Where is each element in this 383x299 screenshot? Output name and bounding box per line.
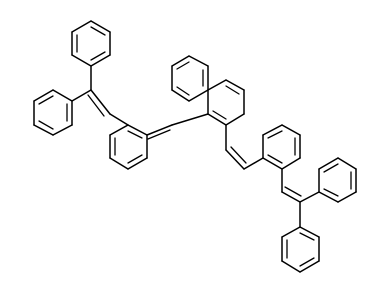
right-vinylene-linker [225,124,264,170]
left-vinylene-linker [146,113,209,140]
top-diphenylvinyl-group [71,65,129,126]
top-phenyl-ring-b [33,89,73,136]
bottom-phenyl-ring-a [318,157,357,203]
bottom-diphenylvinyl-group [281,168,320,228]
right-phenylene-ring [262,124,301,170]
bottom-phenyl-ring-b [281,226,320,273]
naphthalene-upper-ring [171,55,209,102]
top-phenyl-ring-a [71,20,111,67]
left-phenylene-ring [109,124,148,170]
naphthalene-lower-ring [207,79,245,126]
